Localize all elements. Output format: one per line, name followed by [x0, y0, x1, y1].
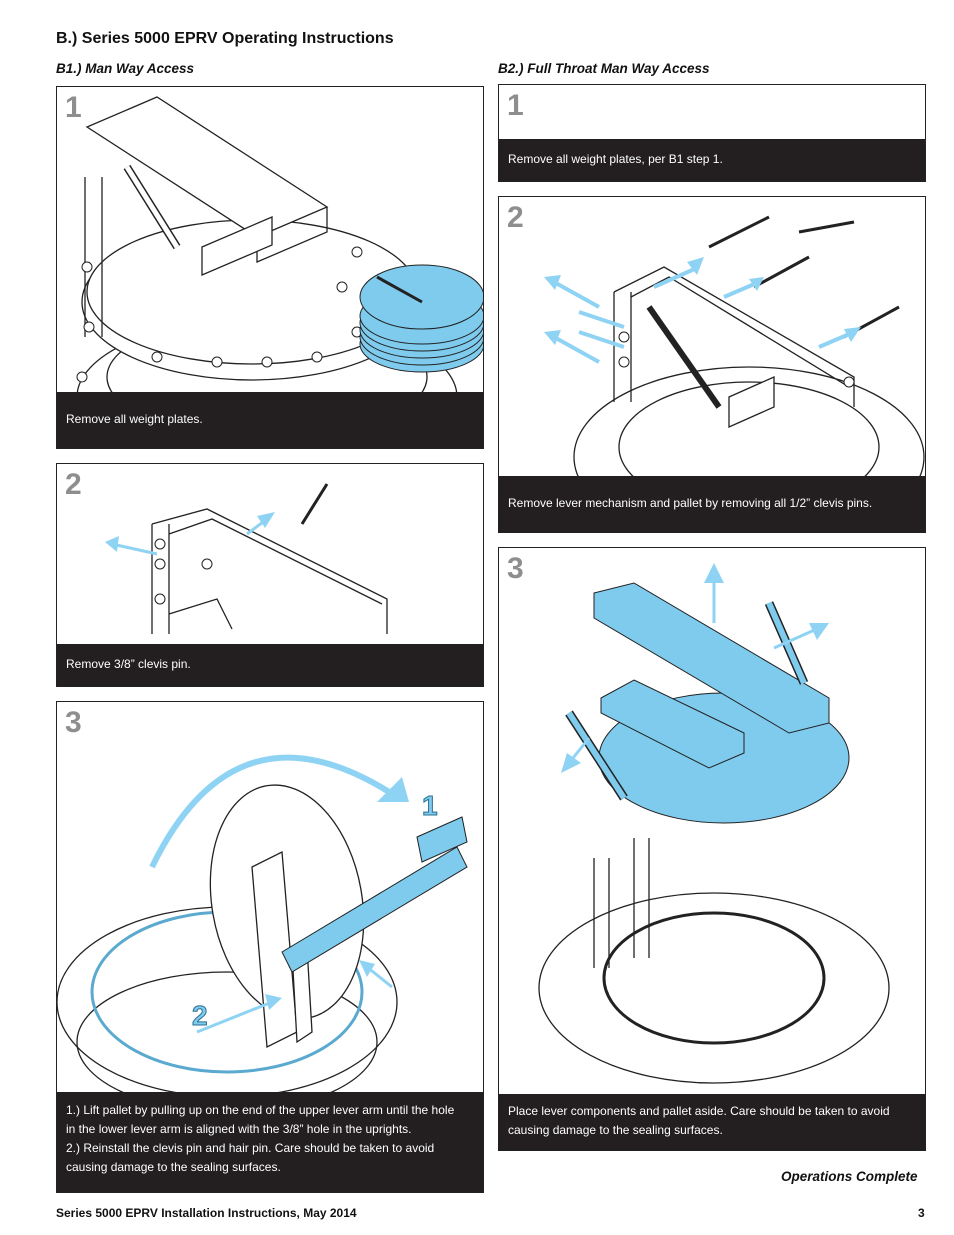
b1-step3-number: 3	[65, 706, 82, 739]
operations-complete: Operations Complete	[781, 1169, 918, 1184]
b2-step3-panel: 3 Place lever components and pallet asid…	[498, 547, 926, 1151]
callout-1: 1	[422, 790, 439, 822]
caption-line: in the lower lever arm is aligned with t…	[66, 1122, 412, 1136]
b1-step1-caption: Remove all weight plates.	[57, 392, 483, 448]
callout-2: 2	[192, 1000, 209, 1032]
b2-step3-number: 3	[507, 552, 524, 585]
b2-step2-caption: Remove lever mechanism and pallet by rem…	[499, 476, 925, 532]
b2-step1-number: 1	[507, 89, 524, 122]
b1-step1-illustration	[76, 96, 483, 448]
b2-step1-panel: 1 Remove all weight plates, per B1 step …	[498, 84, 926, 182]
b1-step3-panel: 1 2 3 1.) Lift pallet by pulling up on t…	[56, 701, 484, 1193]
b1-step2-illustration	[105, 483, 388, 634]
b1-heading: B1.) Man Way Access	[56, 61, 195, 76]
page-title: B.) Series 5000 EPRV Operating Instructi…	[56, 30, 394, 47]
caption-line: 2.) Reinstall the clevis pin and hair pi…	[66, 1141, 435, 1155]
b2-step3-caption: Place lever components and pallet aside.…	[499, 1094, 925, 1150]
page-number: 3	[918, 1206, 925, 1220]
b1-step2-panel: 2 Remove 3/8” clevis pin.	[56, 463, 484, 687]
b1-step1-panel: 1 Remove all weight plates.	[56, 86, 484, 449]
b1-step2-caption: Remove 3/8” clevis pin.	[57, 644, 483, 686]
b1-step3-illustration	[57, 754, 468, 1113]
caption-line: causing damage to the sealing surfaces.	[66, 1160, 281, 1174]
b1-step3-caption: 1.) Lift pallet by pulling up on the end…	[57, 1092, 483, 1192]
b2-heading: B2.) Full Throat Man Way Access	[498, 61, 710, 76]
b2-step1-caption: Remove all weight plates, per B1 step 1.	[499, 139, 925, 181]
b1-step2-number: 2	[65, 468, 82, 501]
footer-text: Series 5000 EPRV Installation Instructio…	[56, 1206, 357, 1220]
caption-line: 1.) Lift pallet by pulling up on the end…	[66, 1103, 455, 1117]
b2-step2-number: 2	[507, 201, 524, 234]
b1-step1-number: 1	[65, 91, 82, 124]
b2-step2-panel: 2 Remove lever mechanism and pallet by r…	[498, 196, 926, 533]
b2-step3-illustration	[538, 563, 890, 1084]
